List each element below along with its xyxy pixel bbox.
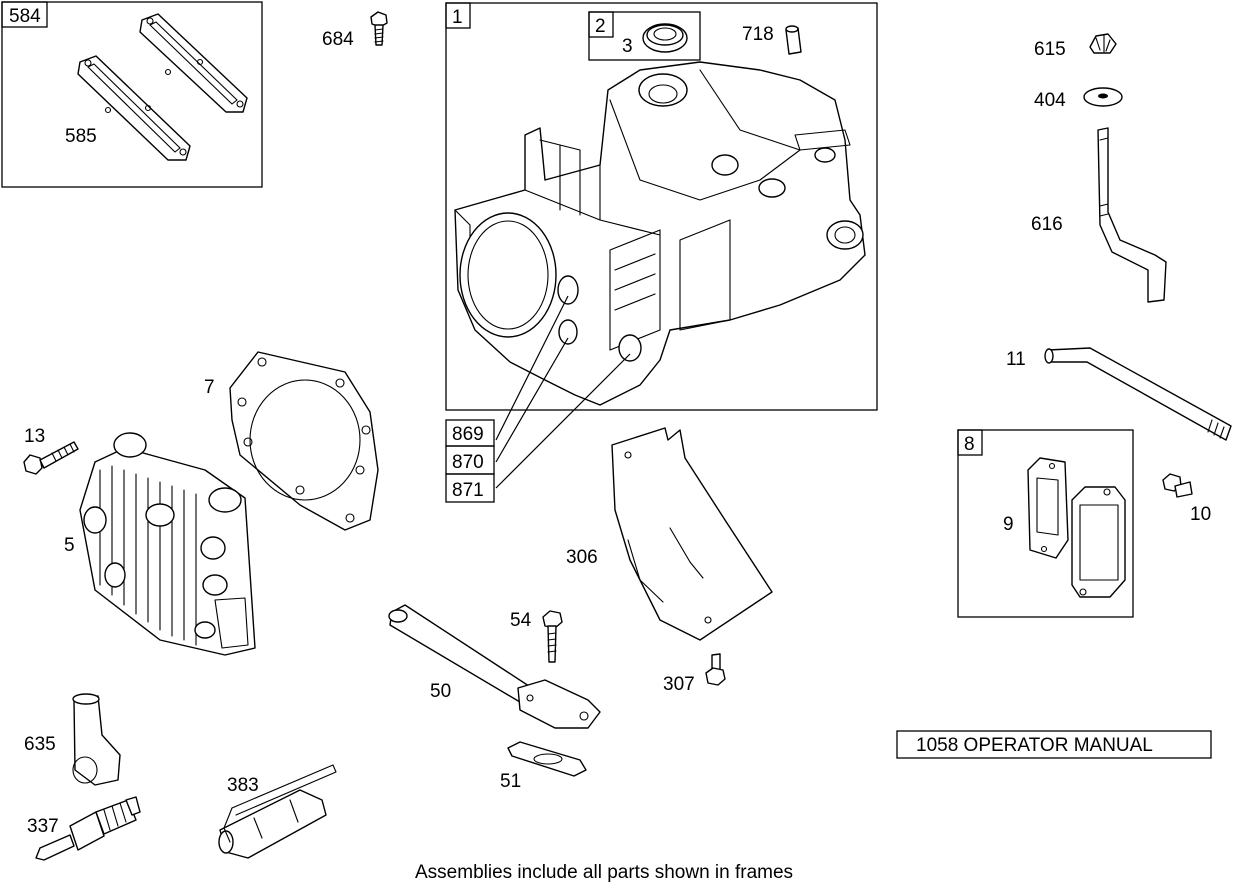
label-2: 2 xyxy=(595,16,606,37)
cover-icon xyxy=(1071,486,1126,598)
label-718: 718 xyxy=(742,24,774,45)
bolt-icon xyxy=(23,441,79,475)
callout-869-871: 869 870 871 xyxy=(445,419,495,503)
deflector-icon xyxy=(611,427,773,641)
gasket-icon xyxy=(77,13,248,161)
seal-icon xyxy=(642,23,688,53)
label-13: 13 xyxy=(24,426,45,447)
label-616: 616 xyxy=(1031,214,1063,235)
gasket-icon xyxy=(1027,457,1069,559)
label-869: 869 xyxy=(452,424,484,445)
frame-1: 1 2 3 718 xyxy=(445,2,878,489)
label-54: 54 xyxy=(510,610,532,631)
tool-icon xyxy=(218,764,337,859)
bolt-icon xyxy=(542,610,563,663)
label-306: 306 xyxy=(566,547,598,568)
label-684: 684 xyxy=(322,29,354,50)
bolt-icon xyxy=(1162,473,1193,498)
label-383: 383 xyxy=(227,775,259,796)
label-50: 50 xyxy=(430,681,451,702)
gasket-icon xyxy=(507,741,587,777)
pin-icon xyxy=(785,25,802,55)
frame-8: 8 9 xyxy=(957,429,1134,618)
label-5: 5 xyxy=(64,535,75,556)
label-8: 8 xyxy=(964,434,975,455)
spark-plug-icon xyxy=(35,796,141,861)
label-9: 9 xyxy=(1003,514,1014,535)
label-11: 11 xyxy=(1006,349,1026,370)
washer-icon xyxy=(1083,87,1123,107)
nut-icon xyxy=(1089,33,1117,54)
manual-box xyxy=(896,730,1212,759)
label-7: 7 xyxy=(204,377,215,398)
label-404: 404 xyxy=(1034,90,1066,111)
label-585: 585 xyxy=(65,126,97,147)
label-635: 635 xyxy=(24,734,56,755)
frame-584: 584 585 xyxy=(1,1,263,188)
crankcase-icon xyxy=(454,61,866,406)
label-307: 307 xyxy=(663,674,695,695)
tube-icon xyxy=(388,604,601,729)
label-337: 337 xyxy=(27,816,59,837)
label-584: 584 xyxy=(9,6,41,27)
bolt-icon xyxy=(705,653,726,686)
label-615: 615 xyxy=(1034,39,1066,60)
label-3: 3 xyxy=(622,36,633,57)
cylinder-head-icon xyxy=(79,432,256,656)
manual-label: 1058 OPERATOR MANUAL xyxy=(916,735,1153,756)
label-870: 870 xyxy=(452,452,484,473)
rod-icon xyxy=(1097,127,1167,303)
footer-note: Assemblies include all parts shown in fr… xyxy=(415,862,793,883)
boot-icon xyxy=(72,693,121,786)
gasket-icon xyxy=(229,351,379,531)
label-51: 51 xyxy=(500,771,521,792)
tube-icon xyxy=(1044,347,1232,441)
bolt-icon xyxy=(370,11,388,46)
label-871: 871 xyxy=(452,480,484,501)
label-1: 1 xyxy=(452,7,463,28)
label-10: 10 xyxy=(1190,504,1211,525)
